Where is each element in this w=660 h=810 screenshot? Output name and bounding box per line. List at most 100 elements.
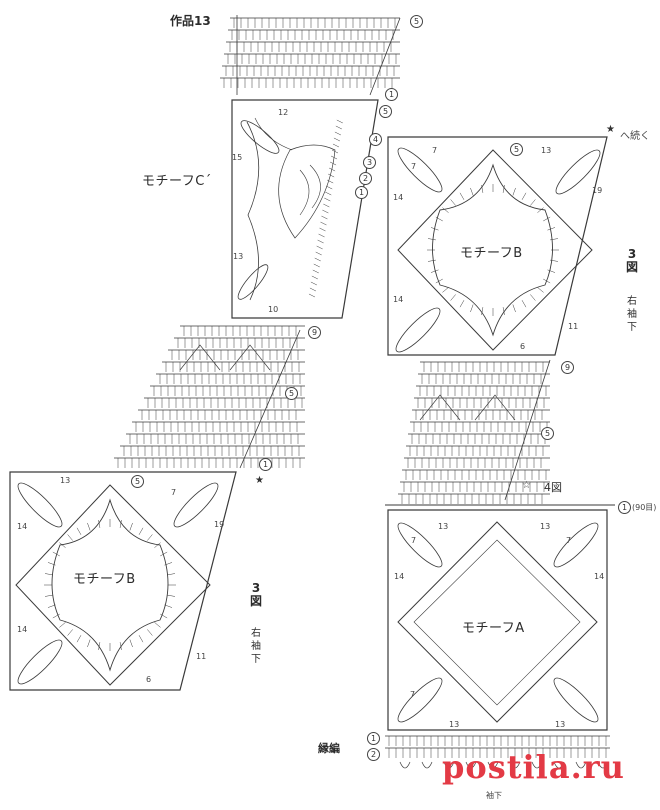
stitch-count: 7 xyxy=(566,536,572,545)
motif-b-left-stitch xyxy=(147,629,153,636)
motif-b-left-stitch xyxy=(138,527,144,535)
motif-b-top-stitch xyxy=(430,227,439,231)
motif-c-stitch xyxy=(329,167,336,172)
stitch-count: 14 xyxy=(393,295,404,304)
motif-a-leaf xyxy=(397,522,443,568)
motif-c-stitch xyxy=(322,209,329,214)
edge-scallop xyxy=(465,761,477,769)
sleeve-left-char-1: 右 xyxy=(251,628,261,639)
motif-b-top-stitch xyxy=(442,287,449,293)
motif-b-left-outline xyxy=(9,471,237,691)
row-marker: 4 xyxy=(369,133,382,146)
motif-b-top-stitch xyxy=(470,304,474,313)
motif-b-left-stitch xyxy=(52,613,60,619)
stitch-count: 11 xyxy=(196,652,207,661)
motif-b-left-stitch xyxy=(44,594,53,597)
motif-b-left-stitch xyxy=(98,642,101,651)
count-label: (90目) xyxy=(632,503,657,512)
motif-b-left-leaf xyxy=(17,482,63,528)
motif-b-top-stitch xyxy=(459,300,465,308)
motif-c-stitch xyxy=(314,257,321,262)
motif-b-top-stitch xyxy=(550,259,559,262)
motif-b-left-stitch xyxy=(47,562,56,566)
star-filled-icon: ★ xyxy=(606,124,615,135)
stitch-count: 7 xyxy=(432,146,438,155)
motif-b-top-stitch xyxy=(512,187,516,196)
row-marker: 1 xyxy=(259,458,272,471)
motif-c-edge xyxy=(246,121,260,301)
motif-b-left-stitch xyxy=(164,604,173,608)
edge-scallop xyxy=(597,761,609,769)
motif-b-left-leaf xyxy=(173,482,219,528)
row-marker: 5 xyxy=(510,143,523,156)
motif-b-left-stitch xyxy=(160,613,168,619)
row-marker: 2 xyxy=(359,172,372,185)
motif-c-stitch xyxy=(327,179,334,184)
motif-b-left-stitch xyxy=(67,534,73,541)
motif-c-stitch xyxy=(336,119,343,124)
sleeve-label-left: 右 袖 下 xyxy=(251,627,261,666)
motif-b-left-stitch xyxy=(138,635,144,643)
stitch-count: 13 xyxy=(438,522,449,531)
row-marker: 5 xyxy=(131,475,144,488)
edge-scallop xyxy=(553,761,565,769)
motif-b-left-stitch xyxy=(59,622,66,628)
motif-b-top-stitch xyxy=(512,304,516,313)
motif-a-leaf xyxy=(553,677,599,723)
continue-label: へ続く xyxy=(620,131,650,142)
stitch-count: 14 xyxy=(594,572,605,581)
motif-b-left-stitch xyxy=(129,522,133,531)
row-marker: 1 xyxy=(385,88,398,101)
motif-b-left-stitch xyxy=(147,534,153,541)
motif-b-left-stitch xyxy=(76,635,82,643)
sleeve-left-char-3: 下 xyxy=(251,654,261,665)
motif-c-stitch xyxy=(312,269,319,274)
row-marker: 3 xyxy=(363,156,376,169)
motif-b-top-stitch xyxy=(450,199,456,206)
sleeve-label-right: 右 袖 下 xyxy=(627,295,637,334)
motif-c-petal xyxy=(254,117,293,151)
edge-scallop xyxy=(399,761,411,769)
row-marker: 1 xyxy=(355,186,368,199)
motif-b-top-stitch xyxy=(502,184,505,193)
stitch-row xyxy=(504,359,551,501)
motif-c-stitch xyxy=(320,221,327,226)
motif-a-outline xyxy=(387,509,608,731)
motif-b-left-leaf xyxy=(17,639,63,685)
motif-c-stitch xyxy=(333,137,341,142)
motif-b-top-stitch xyxy=(537,207,544,213)
motif-b-top-stitch xyxy=(547,227,556,231)
motif-c-stitch xyxy=(317,239,324,244)
motif-c-stitch xyxy=(310,281,317,286)
sleeve-bottom-label: 袖下 xyxy=(486,791,502,800)
motif-b-left-stitch xyxy=(129,639,133,648)
stitch-count: 19 xyxy=(592,186,603,195)
motif-b-top-leaf xyxy=(555,149,601,195)
motif-c-leaf xyxy=(237,264,269,300)
motif-b-left-label: モチーフB xyxy=(73,572,136,587)
motif-b-left-stitch xyxy=(167,594,176,597)
motif-c-stitch xyxy=(319,227,326,232)
motif-b-top-stitch xyxy=(521,300,527,308)
motif-b-top-leaf xyxy=(397,147,443,193)
row-marker: 9 xyxy=(308,326,321,339)
stitch-row xyxy=(369,17,401,96)
sleeve-left-char-2: 袖 xyxy=(251,641,261,652)
motif-c-stitch xyxy=(335,125,342,130)
stitch-count: 13 xyxy=(540,522,551,531)
figure-label-left: 3 図 xyxy=(250,582,262,608)
stitch-count: 13 xyxy=(60,476,71,485)
motif-b-top-stitch xyxy=(481,307,484,316)
motif-c-flower xyxy=(278,144,336,239)
stitch-count: 7 xyxy=(171,488,177,497)
row-marker: 5 xyxy=(379,105,392,118)
motif-b-left-stitch xyxy=(167,573,176,576)
motif-b-top-stitch xyxy=(427,259,436,262)
motif-b-left-stitch xyxy=(154,542,161,548)
motif-c-stitch xyxy=(318,233,325,238)
figure-unit-left: 図 xyxy=(250,594,263,608)
sleeve-char-3: 下 xyxy=(627,322,637,333)
motif-c-stitch xyxy=(309,287,317,292)
figure-number-left: 3 xyxy=(251,581,261,595)
stitch-count: 7 xyxy=(411,162,417,171)
